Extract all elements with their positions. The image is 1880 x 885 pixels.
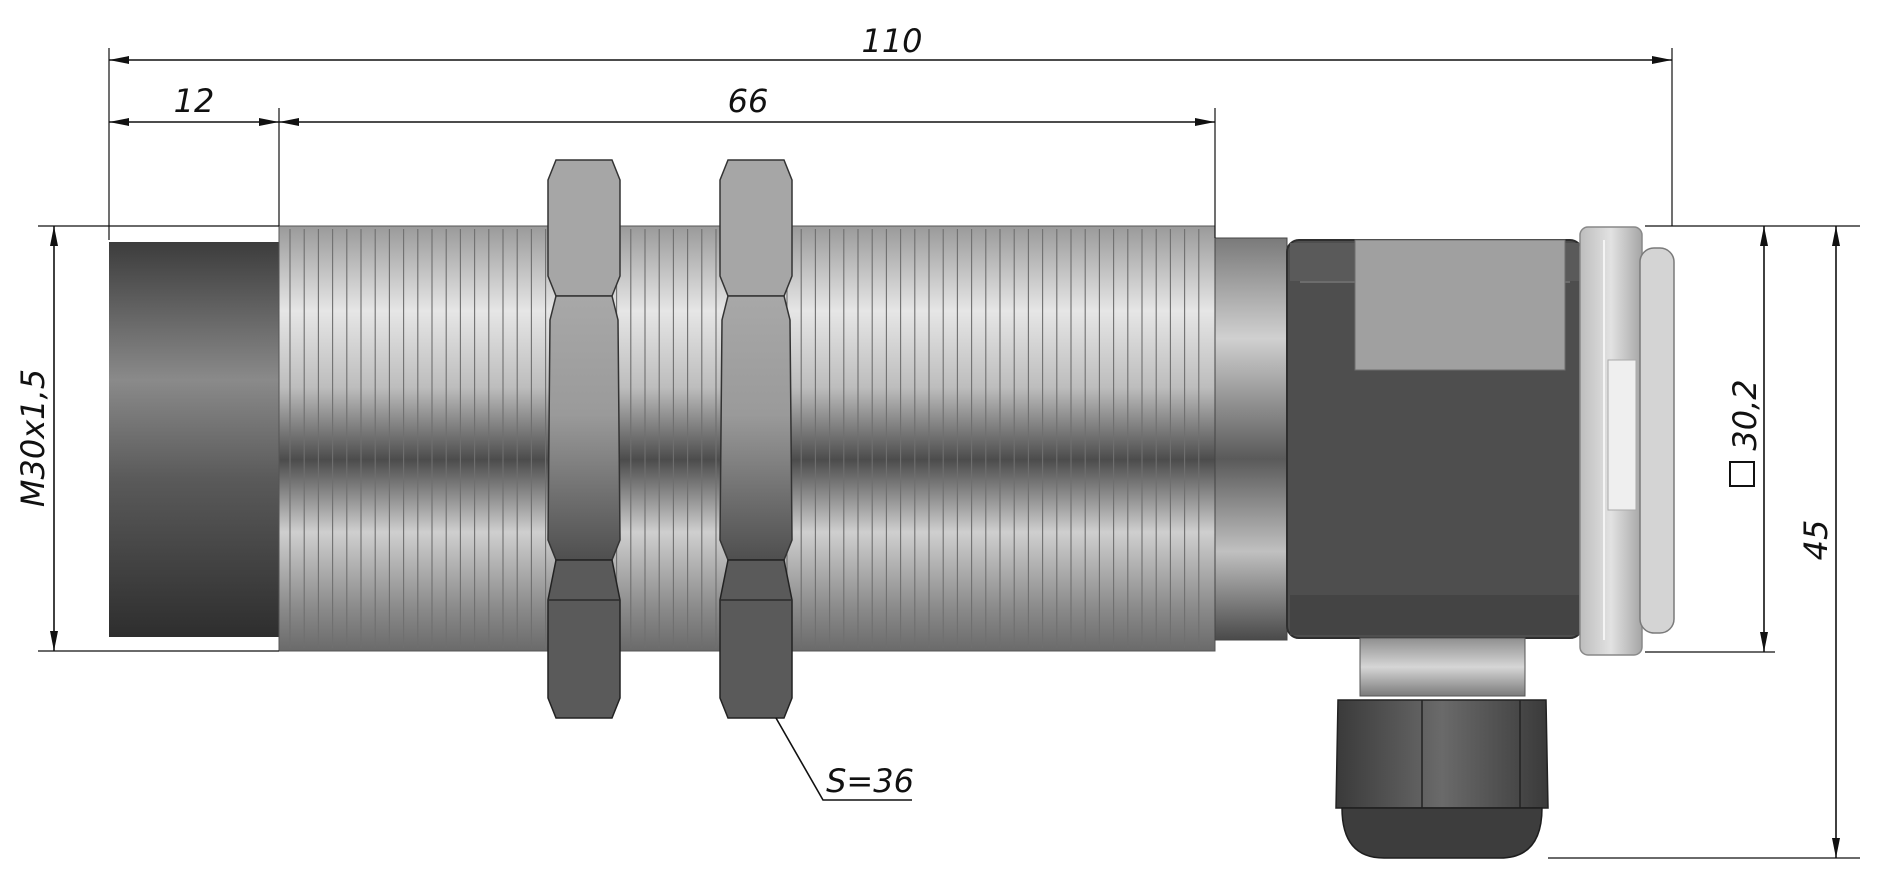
- sensing-face: [109, 242, 279, 637]
- housing-bottom-band: [1290, 595, 1579, 635]
- nut-leader-line: [775, 717, 912, 801]
- barrel-collar: [1214, 237, 1288, 641]
- sensor-body: [109, 159, 1675, 859]
- square-symbol-icon: [1729, 461, 1755, 487]
- end-cap-lens: [1639, 247, 1675, 634]
- cable-gland-dome: [1341, 807, 1543, 859]
- dim-overall-length: 110: [861, 22, 922, 60]
- dimension-labels: 110 12 66 M30x1,5 S=36 30,2 45: [14, 22, 1835, 800]
- dim-overall-height: 45: [1797, 520, 1835, 561]
- extension-lines: [38, 48, 1860, 859]
- dim-front-length: 12: [174, 82, 215, 120]
- cable-gland-nut: [1335, 699, 1549, 809]
- gland-neck: [1359, 637, 1526, 697]
- dim-housing-square: 30,2: [1726, 379, 1764, 450]
- dim-thread-length: 66: [728, 82, 769, 120]
- dim-nut-size: S=36: [826, 762, 914, 800]
- dimension-lines: [50, 56, 1840, 858]
- led-window: [1607, 359, 1637, 511]
- lock-nut-left: [547, 159, 621, 719]
- lock-nut-right: [719, 159, 793, 719]
- dim-thread-spec: M30x1,5: [14, 369, 52, 507]
- label-plate: [1354, 239, 1566, 371]
